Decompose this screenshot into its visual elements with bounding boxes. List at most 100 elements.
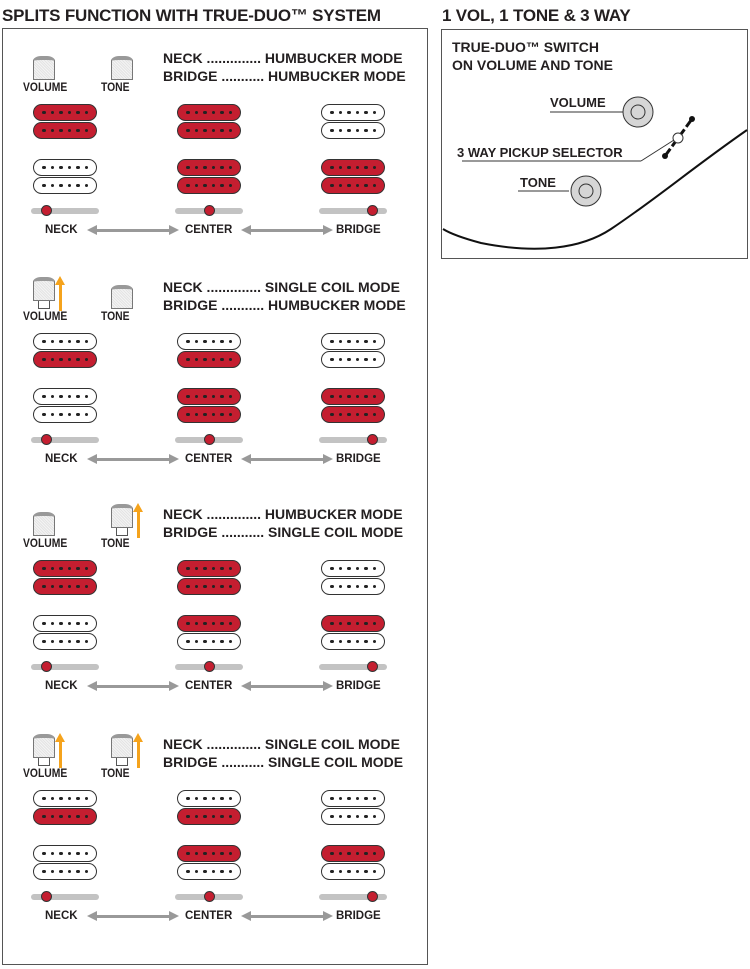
neck-pickup-coil-inactive bbox=[33, 790, 97, 807]
neck-pickup-coil-inactive bbox=[321, 122, 385, 139]
neck-pickup-coil-inactive bbox=[177, 790, 241, 807]
neck-pickup-coil-active bbox=[177, 808, 241, 825]
bridge-pickup-coil-inactive bbox=[33, 177, 97, 194]
selector-knob-icon bbox=[204, 434, 215, 445]
bridge-pickup-coil-active bbox=[177, 615, 241, 632]
volume-label: VOLUME bbox=[23, 768, 68, 780]
selector-position-neck bbox=[31, 661, 99, 672]
neck-pickup-coil-active bbox=[33, 351, 97, 368]
selector-position-center bbox=[175, 891, 243, 902]
neck-mode-text: NECK .............. SINGLE COIL MODE bbox=[163, 279, 400, 295]
tone-pot-icon bbox=[570, 175, 602, 207]
selector-position-bridge bbox=[319, 661, 387, 672]
pull-up-arrow-icon bbox=[133, 733, 143, 768]
tone-knob-icon bbox=[111, 285, 133, 309]
bridge-pickup-coil-inactive bbox=[33, 845, 97, 862]
neck-pickup-coil-active bbox=[177, 578, 241, 595]
right-title: 1 VOL, 1 TONE & 3 WAY bbox=[442, 6, 631, 25]
selector-switch-icon bbox=[662, 116, 695, 159]
tone-label: TONE bbox=[520, 175, 556, 190]
selector-position-bridge bbox=[319, 434, 387, 445]
neck-pickup-coil-inactive bbox=[177, 333, 241, 350]
selector-knob-icon bbox=[367, 661, 378, 672]
wiring-heading-1: TRUE-DUO™ SWITCH bbox=[452, 39, 599, 55]
bridge-pickup-coil-active bbox=[177, 388, 241, 405]
bridge-pickup-coil-inactive bbox=[177, 863, 241, 880]
neck-pickup-coil-active bbox=[177, 560, 241, 577]
volume-label: VOLUME bbox=[23, 311, 68, 323]
bridge-pickup-coil-inactive bbox=[33, 159, 97, 176]
position-label: CENTER bbox=[185, 453, 233, 465]
bridge-pickup-coil-active bbox=[177, 159, 241, 176]
split-section: NECK .............. SINGLE COIL MODE BRID… bbox=[3, 732, 428, 961]
selector-knob-icon bbox=[367, 891, 378, 902]
bridge-pickup-coil-inactive bbox=[33, 863, 97, 880]
tone-label: TONE bbox=[101, 538, 130, 550]
selector-knob-icon bbox=[41, 434, 52, 445]
tone-knob-icon bbox=[111, 504, 133, 536]
bridge-pickup-coil-active bbox=[321, 388, 385, 405]
neck-mode-text: NECK .............. HUMBUCKER MODE bbox=[163, 506, 403, 522]
neck-pickup-coil-inactive bbox=[321, 790, 385, 807]
bridge-mode-text: BRIDGE ........... SINGLE COIL MODE bbox=[163, 754, 404, 770]
neck-pickup-coil-active bbox=[33, 122, 97, 139]
tone-label: TONE bbox=[101, 82, 130, 94]
bridge-pickup-coil-inactive bbox=[321, 633, 385, 650]
double-arrow-icon bbox=[241, 225, 333, 235]
neck-pickup-coil-inactive bbox=[321, 333, 385, 350]
bridge-mode-text: BRIDGE ........... HUMBUCKER MODE bbox=[163, 297, 406, 313]
selector-position-neck bbox=[31, 434, 99, 445]
neck-pickup-coil-inactive bbox=[33, 333, 97, 350]
neck-pickup-coil-active bbox=[33, 578, 97, 595]
neck-mode-text: NECK .............. SINGLE COIL MODE bbox=[163, 736, 400, 752]
position-label: BRIDGE bbox=[336, 224, 381, 236]
neck-pickup-coil-active bbox=[33, 560, 97, 577]
neck-mode-text: NECK .............. HUMBUCKER MODE bbox=[163, 50, 403, 66]
bridge-pickup-coil-active bbox=[177, 845, 241, 862]
bridge-pickup-coil-inactive bbox=[33, 615, 97, 632]
tone-label: TONE bbox=[101, 768, 130, 780]
position-label: CENTER bbox=[185, 680, 233, 692]
volume-knob-icon bbox=[33, 277, 55, 309]
selector-position-center bbox=[175, 434, 243, 445]
selector-knob-icon bbox=[41, 205, 52, 216]
split-section: NECK .............. HUMBUCKER MODE BRIDGE… bbox=[3, 46, 428, 275]
neck-pickup-coil-active bbox=[33, 808, 97, 825]
bridge-mode-text: BRIDGE ........... HUMBUCKER MODE bbox=[163, 68, 406, 84]
selector-knob-icon bbox=[204, 891, 215, 902]
position-label: BRIDGE bbox=[336, 680, 381, 692]
volume-knob-icon bbox=[33, 512, 55, 536]
volume-label: VOLUME bbox=[23, 538, 68, 550]
double-arrow-icon bbox=[241, 911, 333, 921]
volume-knob-icon bbox=[33, 734, 55, 766]
position-label: NECK bbox=[45, 910, 78, 922]
tone-label: TONE bbox=[101, 311, 130, 323]
bridge-pickup-coil-active bbox=[321, 845, 385, 862]
tone-knob-icon bbox=[111, 734, 133, 766]
bridge-pickup-coil-active bbox=[177, 406, 241, 423]
neck-pickup-coil-inactive bbox=[321, 560, 385, 577]
selector-position-center bbox=[175, 205, 243, 216]
position-label: NECK bbox=[45, 224, 78, 236]
tone-knob-icon bbox=[111, 56, 133, 80]
position-label: CENTER bbox=[185, 910, 233, 922]
selector-knob-icon bbox=[41, 891, 52, 902]
selector-position-center bbox=[175, 661, 243, 672]
neck-pickup-coil-active bbox=[177, 104, 241, 121]
neck-pickup-coil-inactive bbox=[321, 104, 385, 121]
double-arrow-icon bbox=[87, 911, 179, 921]
wiring-panel: TRUE-DUO™ SWITCH ON VOLUME AND TONE VOLU… bbox=[441, 29, 748, 259]
splits-panel: NECK .............. HUMBUCKER MODE BRIDGE… bbox=[2, 28, 428, 965]
bridge-pickup-coil-inactive bbox=[33, 388, 97, 405]
double-arrow-icon bbox=[87, 681, 179, 691]
neck-pickup-coil-active bbox=[33, 104, 97, 121]
double-arrow-icon bbox=[241, 681, 333, 691]
selector-label: 3 WAY PICKUP SELECTOR bbox=[457, 145, 623, 160]
neck-pickup-coil-inactive bbox=[321, 351, 385, 368]
bridge-pickup-coil-active bbox=[321, 159, 385, 176]
selector-knob-icon bbox=[204, 661, 215, 672]
pull-up-arrow-icon bbox=[55, 733, 65, 768]
left-title: SPLITS FUNCTION WITH TRUE-DUO™ SYSTEM bbox=[2, 6, 381, 25]
volume-label: VOLUME bbox=[23, 82, 68, 94]
bridge-pickup-coil-active bbox=[321, 177, 385, 194]
